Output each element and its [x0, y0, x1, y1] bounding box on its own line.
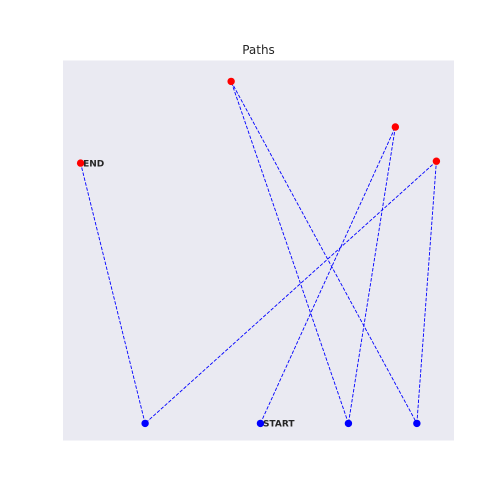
end-point	[227, 77, 235, 86]
path-segment	[80, 162, 146, 424]
start-point	[256, 419, 265, 428]
path-segment	[347, 126, 396, 424]
start-point	[141, 419, 149, 428]
end-point	[76, 159, 85, 167]
path-segment	[144, 160, 437, 424]
path-segment	[230, 81, 418, 424]
point-label: END	[83, 159, 104, 169]
start-point	[344, 419, 353, 428]
end-point	[391, 123, 400, 131]
path-lines	[80, 81, 437, 424]
point-labels: START END	[83, 159, 295, 429]
plot-area	[63, 60, 454, 441]
chart-title: Paths	[242, 43, 275, 57]
path-points	[76, 77, 441, 428]
path-segment	[230, 81, 349, 424]
start-point	[413, 419, 421, 428]
path-segment	[416, 161, 437, 424]
path-segment	[260, 126, 396, 424]
point-label: START	[263, 420, 295, 430]
end-point	[432, 157, 441, 165]
